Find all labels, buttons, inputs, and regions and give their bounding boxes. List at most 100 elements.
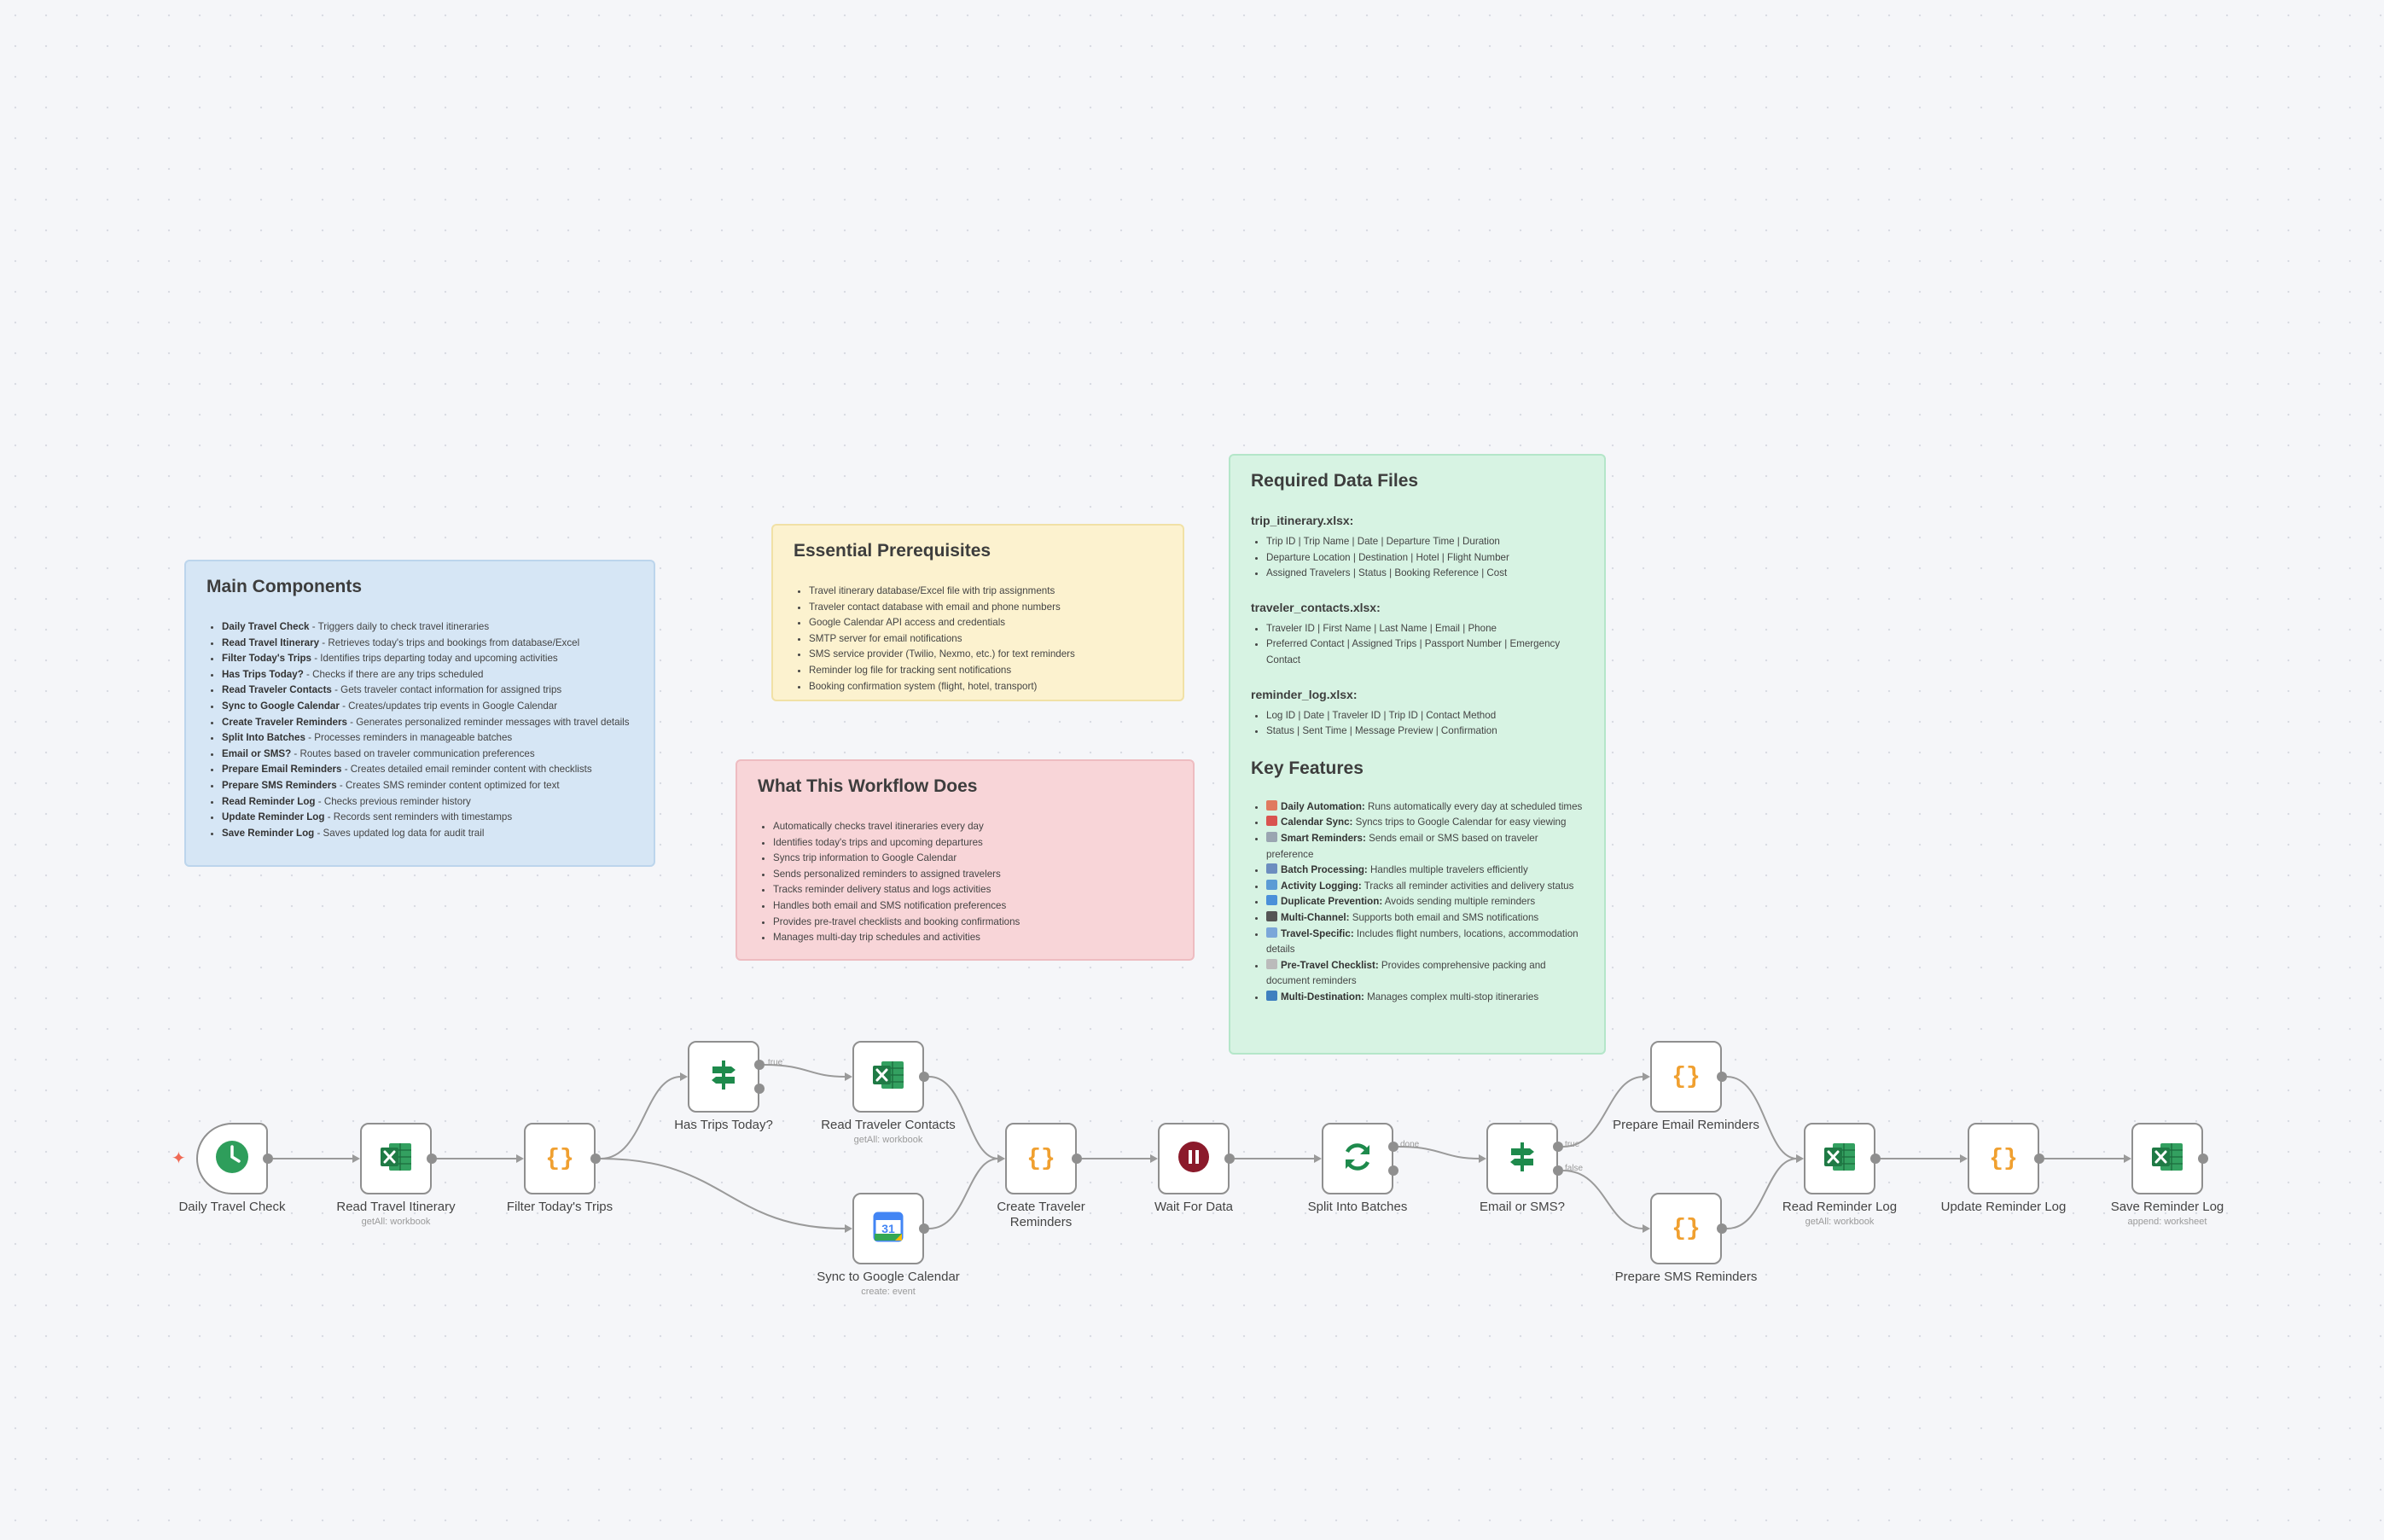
node-split[interactable] [1322,1123,1393,1194]
connection-filter-hastrips[interactable] [600,1076,682,1159]
connection-hastrips-contacts[interactable] [764,1064,846,1078]
data-file-name: trip_itinerary.xlsx: [1251,514,1354,527]
output-handle[interactable] [590,1154,601,1164]
note-what-this-workflow-does[interactable]: What This Workflow Does Automatically ch… [736,759,1195,961]
data-file-name: reminder_log.xlsx: [1251,687,1358,701]
node-wait[interactable] [1158,1123,1230,1194]
output-handle[interactable] [1717,1072,1727,1082]
item-name: Sync to Google Calendar [222,700,340,712]
list-item: Automatically checks travel itineraries … [773,819,1172,835]
output-handle[interactable] [1224,1154,1235,1164]
connection-gcal-create[interactable] [928,1158,999,1229]
arrow-head [997,1154,1005,1163]
connection-contacts-create[interactable] [928,1076,999,1159]
node-updatelog[interactable]: {} [1968,1123,2039,1194]
list-item: Preferred Contact | Assigned Trips | Pas… [1266,636,1584,668]
list-item: Travel itinerary database/Excel file wit… [809,584,1162,600]
output-handle[interactable] [263,1154,273,1164]
svg-text:{}: {} [1672,1216,1701,1242]
node-subtitle: append: worksheet [2127,1217,2207,1227]
item-name: Prepare Email Reminders [222,764,342,776]
list-item: Calendar Sync: Syncs trips to Google Cal… [1266,815,1584,831]
feature-name: Duplicate Prevention: [1281,896,1383,908]
output-handle[interactable] [1717,1223,1727,1234]
phone-emoji [1266,910,1277,921]
node-emailsms[interactable] [1486,1123,1558,1194]
code-icon: {} [541,1138,579,1180]
connection-email-readlog[interactable] [1726,1076,1798,1159]
output-handle[interactable] [754,1084,765,1094]
node-email[interactable]: {} [1650,1041,1722,1113]
code-icon: {} [1022,1138,1060,1180]
connection-filter-gcal[interactable] [600,1158,846,1229]
note-required-data-files[interactable]: Required Data Files trip_itinerary.xlsx:… [1229,454,1606,1055]
list-item: Read Travel Itinerary - Retrieves today'… [222,636,633,652]
list-item: Read Traveler Contacts - Gets traveler c… [222,683,633,699]
list-item: Split Into Batches - Processes reminders… [222,730,633,747]
output-handle[interactable] [1553,1142,1563,1152]
node-sms[interactable]: {} [1650,1193,1722,1264]
output-handle[interactable] [2034,1154,2044,1164]
node-create[interactable]: {} [1005,1123,1077,1194]
node-label: Create Traveler Reminders [997,1200,1085,1229]
item-name: Split Into Batches [222,732,305,744]
output-handle[interactable] [1870,1154,1881,1164]
item-description: - Checks if there are any trips schedule… [303,668,484,680]
output-handle[interactable] [919,1223,929,1234]
code-icon: {} [1985,1138,2022,1180]
node-filter[interactable]: {} [524,1123,596,1194]
plane-emoji [1266,927,1277,938]
arrow-head [845,1072,852,1081]
connection-emailsms-sms[interactable] [1562,1170,1644,1229]
connection-emailsms-email[interactable] [1562,1076,1644,1148]
output-handle[interactable] [2198,1154,2208,1164]
connection-split-emailsms[interactable] [1398,1146,1480,1159]
workflow-description-list: Automatically checks travel itineraries … [758,819,1172,946]
output-handle[interactable] [1553,1165,1563,1176]
list-item: Syncs trip information to Google Calenda… [773,851,1172,867]
item-description: - Retrieves today's trips and bookings f… [319,636,580,648]
note-title: Required Data Files [1251,471,1419,491]
list-item: Multi-Channel: Supports both email and S… [1266,910,1584,927]
feature-name: Calendar Sync: [1281,816,1353,828]
clock-icon [213,1138,251,1180]
node-gcal[interactable]: 31 [852,1193,924,1264]
feature-description: Syncs trips to Google Calendar for easy … [1352,816,1567,828]
node-hastrips[interactable] [688,1041,759,1113]
node-daily[interactable] [196,1123,268,1194]
feature-description: Handles multiple travelers efficiently [1367,864,1528,876]
pause-icon [1175,1138,1212,1180]
list-item: Activity Logging: Tracks all reminder ac… [1266,879,1584,895]
node-label: Prepare Email Reminders [1613,1118,1759,1132]
data-file-name: traveler_contacts.xlsx: [1251,600,1381,614]
node-label: Sync to Google Calendar [817,1270,960,1284]
item-description: - Creates detailed email reminder conten… [341,764,592,776]
node-contacts[interactable] [852,1041,924,1113]
node-itinerary[interactable] [360,1123,432,1194]
branch-label-done: done [1400,1140,1420,1149]
arrow-head [1796,1154,1804,1163]
code-icon: {} [1667,1208,1705,1250]
item-description: - Identifies trips departing today and u… [311,653,558,665]
output-handle[interactable] [754,1060,765,1070]
connection-sms-readlog[interactable] [1726,1158,1798,1229]
svg-text:{}: {} [1672,1064,1701,1090]
list-item: Duplicate Prevention: Avoids sending mul… [1266,894,1584,910]
feature-name: Daily Automation: [1281,800,1365,812]
output-handle[interactable] [1388,1165,1398,1176]
feature-name: Smart Reminders: [1281,832,1366,844]
main-components-list: Daily Travel Check - Triggers daily to c… [206,619,633,841]
package-emoji [1266,863,1277,875]
arrow-head [2124,1154,2131,1163]
note-main-components[interactable]: Main Components Daily Travel Check - Tri… [184,560,655,867]
item-description: - Routes based on traveler communication… [291,747,535,759]
node-readlog[interactable] [1804,1123,1875,1194]
output-handle[interactable] [919,1072,929,1082]
node-savelog[interactable] [2131,1123,2203,1194]
output-handle[interactable] [1388,1142,1398,1152]
feature-name: Activity Logging: [1281,880,1362,892]
note-essential-prerequisites[interactable]: Essential Prerequisites Travel itinerary… [771,524,1184,701]
output-handle[interactable] [1072,1154,1082,1164]
output-handle[interactable] [427,1154,437,1164]
